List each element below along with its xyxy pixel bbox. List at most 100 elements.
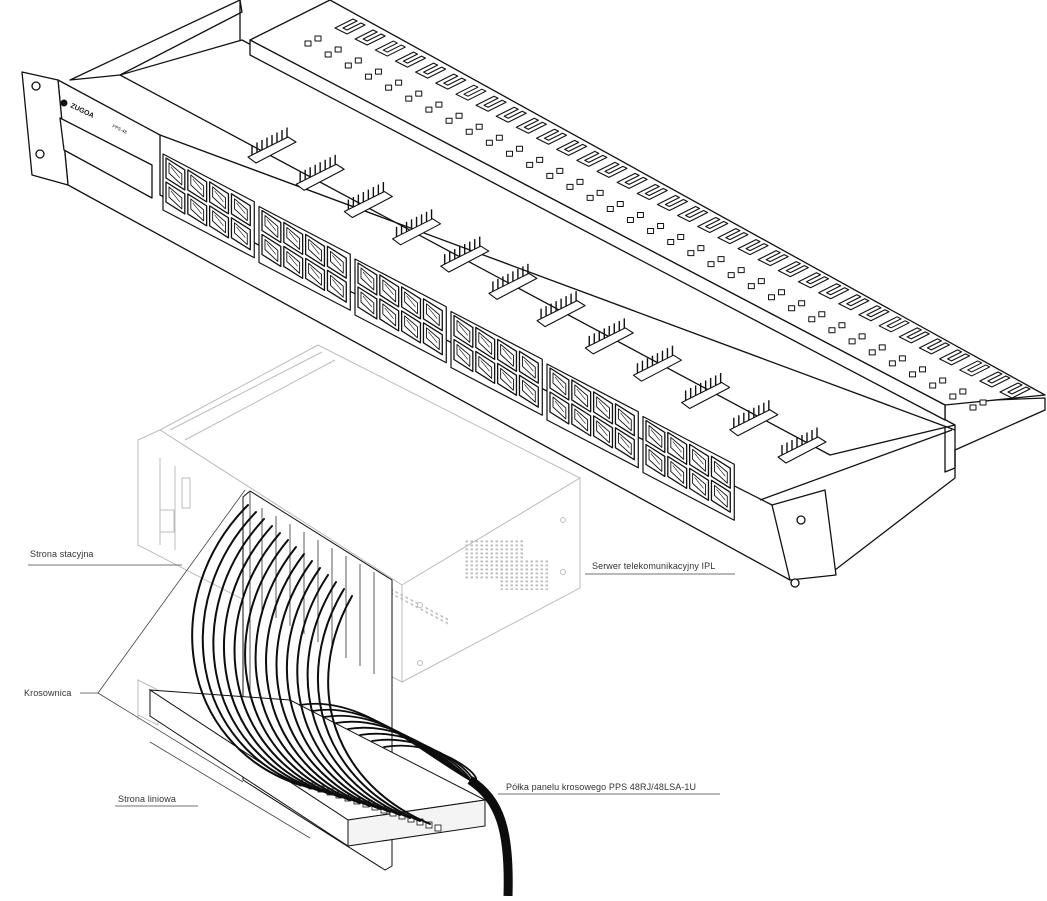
lsa-block: [295, 154, 345, 191]
patch-cable: [201, 511, 311, 789]
rj45-port: [208, 205, 230, 239]
rj45-port: [614, 427, 635, 461]
cable-slot: [526, 139, 588, 168]
cable-slot: [808, 294, 870, 323]
rj45-port: [518, 350, 539, 384]
cable-slot: [727, 250, 789, 279]
lsa-block: [729, 400, 779, 437]
patch-cable: [275, 560, 381, 810]
patch-cable: [285, 567, 391, 813]
cable-slot: [747, 261, 809, 290]
lsa-block: [681, 372, 731, 410]
cable-slot: [566, 161, 628, 190]
lsa-block: [488, 263, 538, 300]
rj45-port: [261, 233, 282, 268]
cable-slot: [465, 106, 527, 135]
rj45-port: [304, 233, 326, 267]
rj45-port: [304, 257, 326, 291]
cable-slot: [304, 18, 366, 47]
patch-cable: [191, 504, 301, 786]
rj45-port-array: [162, 153, 735, 521]
rj45-port: [379, 298, 400, 332]
cable-management-slots: [304, 18, 1031, 411]
rj45-port: [165, 157, 186, 191]
rj45-port: [614, 403, 635, 437]
patch-cable: [327, 595, 431, 825]
shelf-label: Półka panelu krosowego PPS 48RJ/48LSA-1U: [506, 782, 697, 792]
rj45-port: [549, 391, 570, 425]
rj45-port: [326, 245, 347, 279]
lsa-block: [536, 291, 586, 328]
cable-slot: [788, 283, 850, 312]
rj45-port: [645, 443, 666, 478]
rj45-port: [710, 479, 731, 513]
cable-slot: [385, 62, 447, 91]
rj45-port: [261, 209, 282, 244]
cable-slot: [364, 51, 427, 80]
cable-slot: [949, 371, 1011, 400]
rj45-port: [475, 326, 496, 361]
rj45-port: [475, 350, 496, 385]
patch-cable: [254, 546, 361, 804]
cable-slot: [667, 216, 729, 246]
rj45-port: [549, 367, 570, 401]
cable-slot: [828, 305, 890, 334]
patch-cable: [306, 581, 411, 819]
cable-slot: [445, 95, 507, 124]
label-window: [59, 117, 153, 199]
lsa-block: [440, 236, 490, 273]
rj45-port: [592, 391, 614, 425]
lsa-block: [391, 209, 442, 246]
line-side-leader-diag: [149, 741, 311, 839]
shelf-port: [425, 821, 433, 829]
rj45-port: [710, 455, 731, 489]
cable-slot: [546, 150, 608, 179]
rj45-port: [165, 181, 186, 215]
callout-lines: [28, 489, 735, 839]
patch-cable: [233, 532, 341, 798]
rj45-port: [571, 379, 592, 413]
cable-slot: [909, 349, 971, 378]
cable-slot: [606, 183, 668, 212]
lsa-block: [343, 182, 393, 219]
rj45-port: [230, 217, 251, 251]
cable-slot: [506, 128, 568, 157]
rj45-port: [283, 221, 304, 256]
rj45-port: [453, 314, 474, 349]
rj45-port: [422, 322, 443, 356]
cable-slot: [687, 228, 749, 257]
patch-cables: [191, 504, 477, 825]
rj45-port: [187, 169, 208, 203]
rj45-port: [518, 374, 539, 408]
patch-cable: [265, 553, 371, 807]
patch-cable: [316, 588, 421, 822]
rj45-port: [688, 467, 710, 501]
patch-frame-label: Krosownica: [24, 688, 72, 698]
shelf-port: [434, 824, 442, 832]
cable-slot: [344, 40, 406, 69]
rj45-port: [592, 415, 614, 449]
cable-slot: [969, 382, 1031, 411]
patch-frame-leader-up: [97, 489, 246, 694]
cable-bundle: [467, 776, 513, 897]
lsa-block-array: [247, 127, 827, 464]
rj45-port: [208, 181, 230, 215]
rj45-port: [571, 403, 592, 437]
cable-slot: [405, 73, 467, 102]
cable-slot: [888, 338, 950, 367]
rj45-port: [422, 298, 443, 332]
rj45-port: [400, 310, 422, 344]
patch-frame-leader-down: [97, 692, 244, 783]
cable-slot: [707, 239, 769, 268]
lsa-block: [777, 427, 827, 464]
cable-slot: [586, 172, 648, 201]
rj45-port: [379, 274, 400, 308]
cable-slot: [425, 84, 487, 113]
rj45-port: [453, 338, 474, 373]
rj45-port: [667, 455, 688, 490]
cable-slot: [626, 194, 688, 223]
cable-slot: [767, 272, 830, 301]
cable-slot: [848, 316, 910, 345]
